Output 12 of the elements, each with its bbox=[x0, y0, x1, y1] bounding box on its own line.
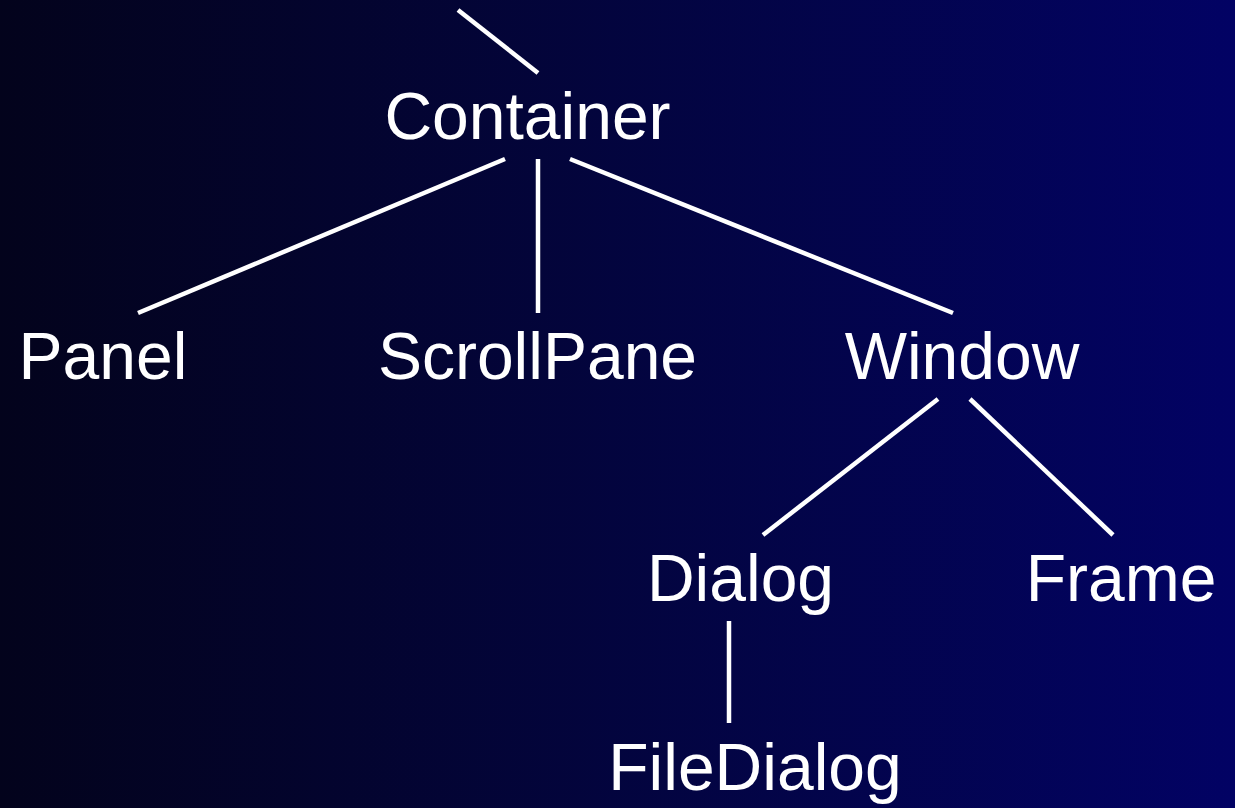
connector-line bbox=[137, 156, 506, 316]
connector-line bbox=[761, 397, 940, 537]
connector-line bbox=[968, 397, 1115, 537]
class-name-label: ScrollPane bbox=[377, 323, 698, 389]
connector-line bbox=[726, 621, 732, 723]
connector-line bbox=[456, 8, 540, 75]
connector-line bbox=[535, 159, 541, 313]
class-name-label: Frame bbox=[1025, 545, 1217, 611]
class-name-label: Window bbox=[844, 323, 1080, 389]
class-name-label: Panel bbox=[18, 323, 188, 389]
class-name-label: Container bbox=[384, 83, 671, 149]
connector-line bbox=[569, 156, 954, 316]
